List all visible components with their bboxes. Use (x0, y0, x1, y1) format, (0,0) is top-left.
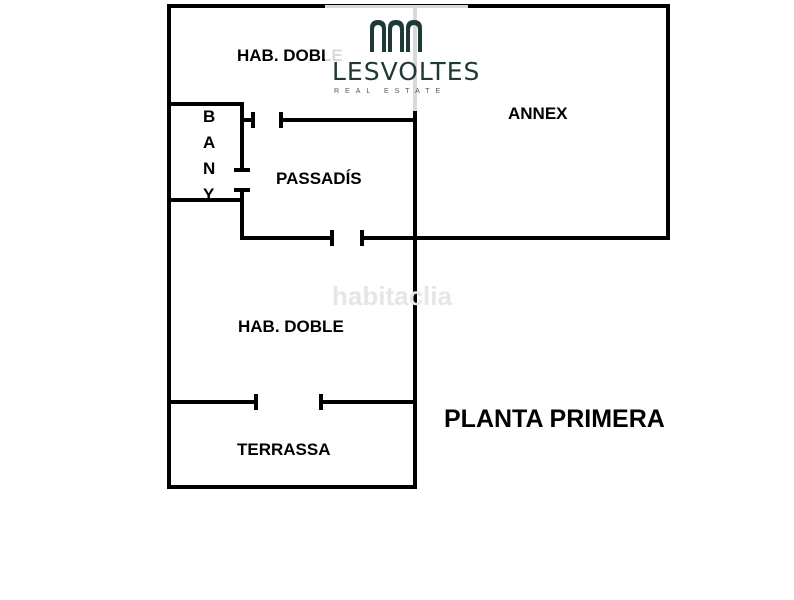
room-label-terrace: TERRASSA (237, 440, 331, 459)
bathroom-letter: B (203, 107, 215, 126)
room-label-bedroom-top: HAB. DOBLE (237, 46, 343, 65)
hallway-bottom-wall-left (240, 188, 334, 240)
door-jambs (234, 112, 364, 410)
bathroom-top-wall (167, 102, 244, 172)
room-label-bedroom-bottom: HAB. DOBLE (238, 317, 344, 336)
floor-title: PLANTA PRIMERA (444, 405, 665, 433)
bathroom-letter: Y (203, 185, 215, 204)
annex-wall (413, 4, 670, 240)
arches-icon (370, 20, 422, 52)
bathroom-letter: A (203, 133, 215, 152)
room-label-hallway: PASSADÍS (276, 169, 362, 188)
brand-logo: LESVOLTES REAL ESTATE (325, 5, 480, 111)
watermark: habitaclia (332, 281, 452, 311)
room-label-annex: ANNEX (508, 104, 568, 123)
logo-subtitle: REAL ESTATE (334, 88, 446, 95)
logo-name: LESVOLTES (332, 57, 480, 86)
bathroom-letter: N (203, 159, 215, 178)
